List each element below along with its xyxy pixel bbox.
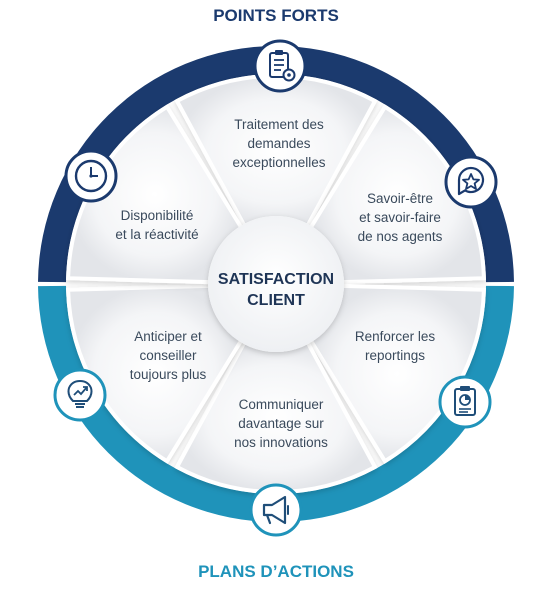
segment-5-line-1: Anticiper et bbox=[134, 329, 202, 344]
segment-labels: Traitement des demandes exceptionnellesSav… bbox=[115, 117, 442, 450]
segment-5-line-3: toujours plus bbox=[130, 367, 207, 382]
segment-2-line-1: Savoir-être bbox=[367, 191, 433, 206]
bottom-title: PLANS D’ACTIONS bbox=[198, 562, 354, 581]
segment-4-line-1: Communiquer bbox=[239, 397, 324, 412]
segment-1-line-1: Traitement des bbox=[234, 117, 324, 132]
megaphone-icon bbox=[249, 483, 303, 537]
segment-3-line-2: reportings bbox=[365, 348, 425, 363]
segment-3-line-1: Renforcer les bbox=[355, 329, 436, 344]
segment-1-line-2: demandes bbox=[247, 136, 310, 151]
segment-2-line-2: et savoir-faire bbox=[359, 210, 441, 225]
segment-1-line-3: exceptionnelles bbox=[232, 155, 325, 170]
center-circle bbox=[208, 216, 344, 352]
segment-6-line-1: Disponibilité bbox=[121, 208, 194, 223]
lightbulb-idea-icon bbox=[53, 368, 107, 422]
ring-top-navy bbox=[38, 45, 514, 283]
center-line-1: SATISFACTION bbox=[218, 271, 334, 288]
ring-bottom-teal bbox=[38, 285, 514, 523]
segment-4-line-2: davantage sur bbox=[238, 416, 324, 431]
segment-2-line-3: de nos agents bbox=[358, 229, 443, 244]
report-clipboard-icon bbox=[438, 375, 492, 429]
segment-5-line-2: conseiller bbox=[139, 348, 197, 363]
segment-4-line-3: nos innovations bbox=[234, 435, 328, 450]
center-line-2: CLIENT bbox=[247, 292, 305, 309]
checklist-gear-icon bbox=[253, 39, 307, 93]
star-badge-icon bbox=[444, 155, 498, 209]
clock-icon bbox=[64, 149, 118, 203]
top-title: POINTS FORTS bbox=[213, 6, 339, 25]
segment-6-line-2: et la réactivité bbox=[115, 227, 198, 242]
ring-top-arc bbox=[38, 45, 514, 283]
ring-bottom-arc bbox=[38, 285, 514, 523]
